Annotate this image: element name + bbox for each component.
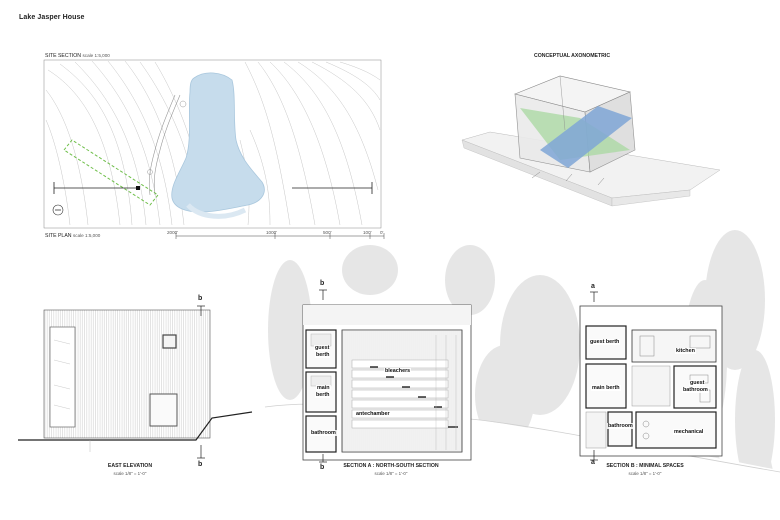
room-label-bathroom-a: bathroom	[310, 430, 337, 436]
site-plan-scale: scale 1:5,000	[72, 233, 101, 238]
scalebar-tick-100: 100'	[363, 230, 372, 235]
section-a-scale: scale 1/8" = 1'-0"	[374, 471, 408, 476]
room-label-guest-bathroom-b1: guest	[689, 380, 706, 386]
room-label-guest-berth-a1: guest	[314, 345, 331, 351]
conceptual-axonometric	[461, 75, 721, 207]
east-elevation-scale: scale 1/8" = 1'-0"	[113, 471, 147, 476]
section-a-marker-top: b	[320, 280, 325, 287]
axo-blue-plane	[540, 106, 632, 168]
sheet-title: Lake Jasper House	[19, 14, 85, 21]
east-elevation-marker-bottom: b	[198, 461, 203, 468]
north-arrow-icon	[52, 204, 64, 216]
scale-bar	[175, 233, 385, 239]
site-plan	[43, 59, 385, 239]
site-plan-label: SITE PLAN	[45, 233, 72, 239]
lake	[171, 72, 265, 213]
section-b-scale: scale 1/8" = 1'-0"	[628, 471, 662, 476]
room-label-main-berth-a2: berth	[315, 392, 331, 398]
scalebar-tick-500: 500'	[323, 230, 332, 235]
section-a-drawing	[302, 289, 472, 463]
room-label-mechanical: mechanical	[673, 429, 705, 435]
scalebar-tick-2000: 2000'	[167, 230, 179, 235]
scalebar-tick-0: 0'	[380, 230, 384, 235]
axonometric-label: CONCEPTUAL AXONOMETRIC	[534, 53, 611, 59]
east-elevation	[18, 305, 253, 459]
room-label-bleachers: bleachers	[384, 368, 412, 374]
site-boundary	[63, 139, 159, 206]
site-plan-label-group: SITE PLAN scale 1:5,000	[45, 233, 100, 239]
section-b-marker-bottom: a	[591, 459, 595, 466]
room-label-guest-berth-b: guest berth	[589, 339, 621, 345]
room-label-guest-bathroom-b2: bathroom	[682, 387, 709, 393]
site-section-label: SITE SECTION	[45, 53, 82, 59]
room-label-kitchen: kitchen	[675, 348, 696, 354]
room-label-main-berth-a1: main	[316, 385, 331, 391]
room-label-bathroom-b: bathroom	[607, 423, 634, 429]
section-a-caption: SECTION A : NORTH-SOUTH SECTION	[343, 463, 439, 469]
room-label-antechamber: antechamber	[355, 411, 391, 417]
room-label-main-berth-b: main berth	[591, 385, 621, 391]
room-label-guest-berth-a2: berth	[315, 352, 331, 358]
site-section-label-group: SITE SECTION scale 1:5,000	[45, 53, 110, 59]
section-a-marker-bottom: b	[320, 464, 325, 471]
east-elevation-caption: EAST ELEVATION	[107, 463, 153, 469]
scalebar-tick-1000: 1000'	[266, 230, 278, 235]
site-section-scale: scale 1:5,000	[82, 53, 110, 58]
section-b-caption: SECTION B : MINIMAL SPACES	[606, 463, 684, 469]
section-b-marker-top: a	[591, 283, 595, 290]
east-elevation-marker-top: b	[198, 295, 203, 302]
